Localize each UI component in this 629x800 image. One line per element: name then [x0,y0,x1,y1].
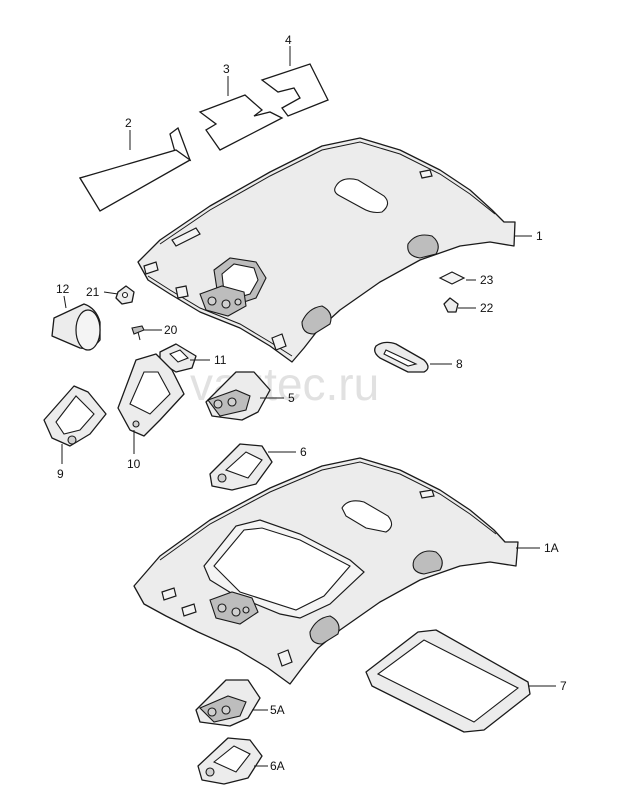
callout-6a: 6A [270,759,285,773]
part-6a-console [197,737,263,785]
leader-lines [61,46,556,767]
callout-8: 8 [456,357,463,371]
part-10-frame [117,353,185,437]
callout-5: 5 [288,391,295,405]
part-12-cover [51,303,101,351]
part-5a-light [195,679,261,727]
part-2-sheet [78,126,192,212]
callout-1: 1 [536,229,543,243]
callouts: 2 3 4 1 23 22 21 12 20 11 8 5 6 10 9 1A … [56,33,567,773]
callout-5a: 5A [270,703,285,717]
callout-6: 6 [300,445,307,459]
callout-22: 22 [480,301,494,315]
callout-21: 21 [86,285,100,299]
callout-11: 11 [214,353,227,367]
part-9-holder [43,385,107,447]
callout-7: 7 [560,679,567,693]
part-20-screw [131,325,145,341]
callout-12: 12 [56,282,70,296]
part-7-frame [365,629,531,733]
callout-3: 3 [223,62,230,76]
part-21-clip [115,285,135,305]
callout-20: 20 [164,323,178,337]
part-23-pad [438,271,466,285]
part-22-clip [443,297,459,313]
callout-1a: 1A [544,541,559,555]
callout-9: 9 [57,467,64,481]
part-6-console [209,443,273,491]
part-8-ring [374,341,429,373]
callout-2: 2 [125,116,132,130]
part-1a-headliner [133,457,519,685]
part-3-sheet [198,94,284,151]
part-1-headliner [137,137,516,363]
callout-10: 10 [127,457,141,471]
callout-4: 4 [285,33,292,47]
callout-23: 23 [480,273,494,287]
part-5-light [205,371,271,421]
part-4-sheet [260,63,329,117]
